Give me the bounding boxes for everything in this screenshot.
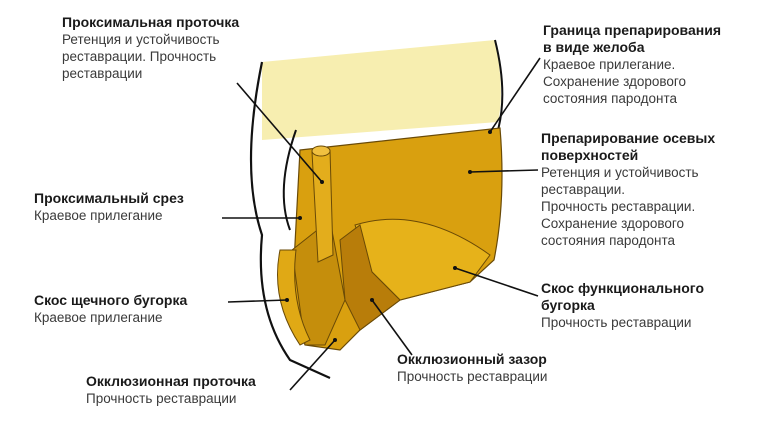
dot <box>320 180 324 184</box>
label-line: реставрации <box>62 66 143 81</box>
label-line: Прочность реставрации. <box>541 199 696 214</box>
dot <box>333 338 337 342</box>
leader-functional-bevel <box>454 267 539 297</box>
label-line: состояния пародонта <box>541 233 675 248</box>
label-title: бугорка <box>541 297 595 313</box>
leader-occlusal-groove <box>289 339 336 391</box>
label-line: Сохранение здорового <box>541 216 685 231</box>
tooth-outline <box>249 61 331 380</box>
gum-band <box>262 40 501 140</box>
label-axial-prep: Препарирование осевых поверхностей Ретен… <box>541 130 715 249</box>
label-line: Ретенция и устойчивость <box>541 165 699 180</box>
label-proximal-groove: Проксимальная проточка Ретенция и устойч… <box>62 14 239 82</box>
label-title: в виде желоба <box>543 39 645 55</box>
label-buccal-bevel: Скос щечного бугорка Краевое прилегание <box>34 292 187 326</box>
label-title: Окклюзионный зазор <box>397 351 547 367</box>
label-line: Краевое прилегание <box>34 208 163 223</box>
label-proximal-cut: Проксимальный срез Краевое прилегание <box>34 190 184 224</box>
dot <box>453 266 457 270</box>
buccal-cusp <box>277 249 311 346</box>
label-line: реставрации. <box>541 182 626 197</box>
leader-proximal-groove <box>236 82 323 183</box>
root-line <box>494 39 504 131</box>
tooth-outline-inner <box>282 129 297 231</box>
label-line: Краевое прилегание <box>34 310 163 325</box>
label-title: Скос функционального <box>541 280 705 296</box>
dot <box>468 170 472 174</box>
label-title: Проксимальный срез <box>34 190 184 206</box>
leader-axial-prep <box>469 169 539 173</box>
leader-occlusal-clearance <box>371 299 413 356</box>
dot <box>285 298 289 302</box>
label-line: Ретенция и устойчивость <box>62 32 220 47</box>
label-margin-chamfer: Граница препарирования в виде желоба Кра… <box>543 22 721 107</box>
label-line: состояния пародонта <box>543 91 677 106</box>
dot <box>370 298 374 302</box>
label-functional-bevel: Скос функционального бугорка Прочность р… <box>541 280 704 331</box>
leader-buccal-bevel <box>227 299 288 303</box>
leader-dots <box>285 130 492 342</box>
label-line: Прочность реставрации <box>86 391 237 406</box>
label-title: Скос щечного бугорка <box>34 292 188 308</box>
occlusal-step <box>339 224 401 331</box>
label-title: Проксимальная проточка <box>62 14 240 30</box>
dot <box>298 216 302 220</box>
label-line: Прочность реставрации <box>541 315 692 330</box>
label-title: Препарирование осевых <box>541 130 716 146</box>
label-line: Прочность реставрации <box>397 369 548 384</box>
leader-lines <box>222 57 541 391</box>
functional-bevel-surface <box>354 218 491 301</box>
label-title: Граница препарирования <box>543 22 721 38</box>
label-occlusal-groove: Окклюзионная проточка Прочность реставра… <box>86 373 256 407</box>
label-title: Окклюзионная проточка <box>86 373 256 389</box>
proximal-groove-top <box>311 145 331 157</box>
label-line: реставрации. Прочность <box>62 49 217 64</box>
label-occlusal-clearance: Окклюзионный зазор Прочность реставрации <box>397 351 547 385</box>
leader-margin-chamfer <box>489 57 541 133</box>
label-title: поверхностей <box>541 147 639 163</box>
dot <box>488 130 492 134</box>
label-line: Краевое прилегание. <box>543 57 676 72</box>
label-line: Сохранение здорового <box>543 74 687 89</box>
